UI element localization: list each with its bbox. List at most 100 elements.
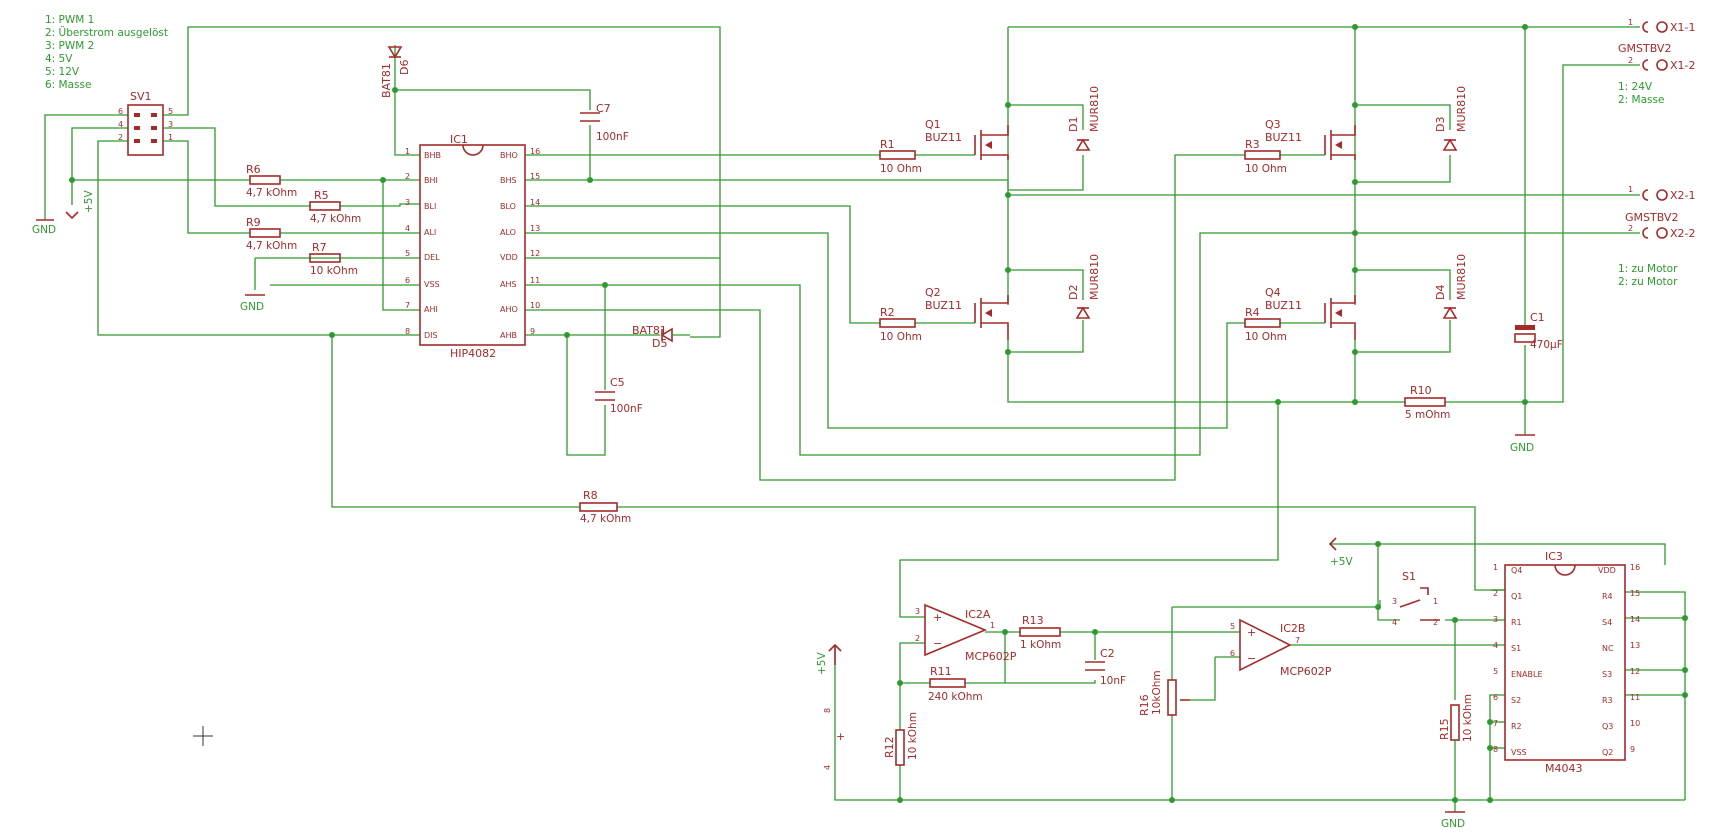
q3-source: [1331, 154, 1356, 160]
q4-name: Q4: [1265, 286, 1281, 299]
r7-body: [309, 253, 341, 263]
diode-d2: D2 MUR810: [1067, 254, 1101, 319]
c2-name: C2: [1100, 647, 1115, 660]
q4-arrow: [1335, 309, 1342, 317]
r13-name: R13: [1022, 614, 1044, 627]
ic3-notch: [1554, 564, 1576, 576]
junction: [1375, 604, 1381, 610]
supply-plus: +: [836, 730, 845, 743]
wire-blo-r2: [525, 205, 880, 324]
pin-name: BHS: [500, 176, 517, 185]
pin-number: 8: [405, 327, 410, 336]
wire-ahs: [525, 232, 1355, 456]
junction: [1352, 267, 1358, 273]
pin-number: 9: [1630, 745, 1635, 754]
r15-value: 10 kOhm: [1462, 694, 1474, 742]
x1-1-hook: [1642, 21, 1649, 33]
wire-r16-wiper: [1190, 657, 1216, 701]
r16-name: R16: [1138, 694, 1151, 716]
c7-name: C7: [596, 102, 611, 115]
vcc-symbol-s1: +5V: [1328, 537, 1353, 568]
pin-name: ALI: [424, 228, 436, 237]
r15-name: R15: [1438, 718, 1451, 740]
note-x1-2: 2: Masse: [1618, 94, 1664, 106]
pin-number: 3: [1493, 615, 1498, 624]
ic2a-triangle: [924, 603, 988, 657]
junction: [897, 680, 903, 686]
pin-name: R3: [1602, 696, 1613, 705]
pin-number: 6: [1493, 693, 1498, 702]
sv1-pad: [151, 113, 157, 117]
d6-value: BAT81: [380, 63, 393, 98]
junction: [1352, 24, 1358, 30]
r2-body: [879, 318, 916, 328]
d1-triangle: [1075, 138, 1091, 151]
r8-value: 4,7 kOhm: [580, 513, 631, 525]
x2-2-hook: [1642, 227, 1649, 239]
r4-name: R4: [1245, 306, 1260, 319]
diode-d5: BAT81 D5: [632, 324, 690, 350]
pin-number: 3: [168, 120, 173, 129]
gnd-symbol-r7: GND: [240, 294, 265, 313]
wire-bhs-node: [525, 179, 1009, 190]
q3-drain: [1331, 125, 1356, 136]
pin-name: AHI: [424, 305, 438, 314]
x1-1-label: X1-1: [1670, 21, 1696, 34]
pin-number: 11: [1630, 693, 1640, 702]
r15-body: [1450, 704, 1460, 741]
junction: [1352, 102, 1358, 108]
junction: [1169, 797, 1175, 803]
s1-actuator: [1420, 587, 1429, 595]
wire-s2: [1489, 694, 1505, 800]
wire-r8-ic3: [617, 506, 1505, 591]
pin-number: 2: [118, 133, 123, 142]
junction: [1005, 102, 1011, 108]
pin-name: BHB: [424, 151, 441, 160]
pin-number: 1: [405, 147, 410, 156]
wire-sv1-pwm1: [163, 140, 250, 234]
wire-sv1-gnd: [44, 114, 128, 220]
r10-value: 5 mOhm: [1405, 409, 1450, 421]
wire-d3-top: [1355, 104, 1451, 130]
r4-body: [1244, 318, 1281, 328]
c5-value: 100nF: [610, 403, 643, 415]
pin-name: Q3: [1602, 722, 1613, 731]
r5-name: R5: [314, 189, 329, 202]
ic3: IC3 M4043 1 2 3 4 5 6 7 8 Q4 Q1 R1 S1 EN…: [1493, 550, 1640, 775]
r16-value: 10kOhm: [1151, 670, 1163, 715]
pin-number: 7: [1493, 719, 1498, 728]
pin-name: S4: [1602, 618, 1612, 627]
d6-name: D6: [398, 60, 411, 75]
r6-value: 4,7 kOhm: [246, 187, 297, 199]
junction: [1682, 667, 1688, 673]
gnd-symbol-c1: GND: [1510, 434, 1535, 454]
pin-number: 5: [1230, 622, 1235, 631]
ic2b-plus: +: [1247, 626, 1256, 639]
pin-number: 14: [530, 198, 540, 207]
c1-plate: [1514, 333, 1536, 343]
x1-2-label: X1-2: [1670, 59, 1696, 72]
c1-plate: [1515, 325, 1535, 330]
junction: [1275, 399, 1281, 405]
ic1-body: [419, 144, 526, 346]
junction: [1005, 267, 1011, 273]
junction: [1092, 629, 1098, 635]
pin-name: ENABLE: [1511, 670, 1543, 679]
pin-number: 2: [1628, 56, 1633, 65]
ic2b-value: MCP602P: [1280, 665, 1332, 678]
junction: [1002, 629, 1008, 635]
pin-number: 1: [1628, 18, 1633, 27]
q1-source: [981, 154, 1009, 160]
mosfet-q2: Q2 BUZ11: [925, 286, 1009, 340]
x2-value: GMSTBV2: [1625, 211, 1678, 224]
r12-name: R12: [883, 736, 896, 758]
pin-number: 5: [1493, 667, 1498, 676]
c2-value: 10nF: [1100, 675, 1126, 687]
r3-name: R3: [1245, 138, 1260, 151]
c1-name: C1: [1530, 311, 1545, 324]
junction: [587, 177, 593, 183]
d2-value: MUR810: [1088, 254, 1101, 300]
opamp-ic2a: + − 3 2 1 IC2A MCP602P: [915, 603, 1017, 663]
ic2a-value: MCP602P: [965, 650, 1017, 663]
pin-number: 15: [1630, 589, 1640, 598]
